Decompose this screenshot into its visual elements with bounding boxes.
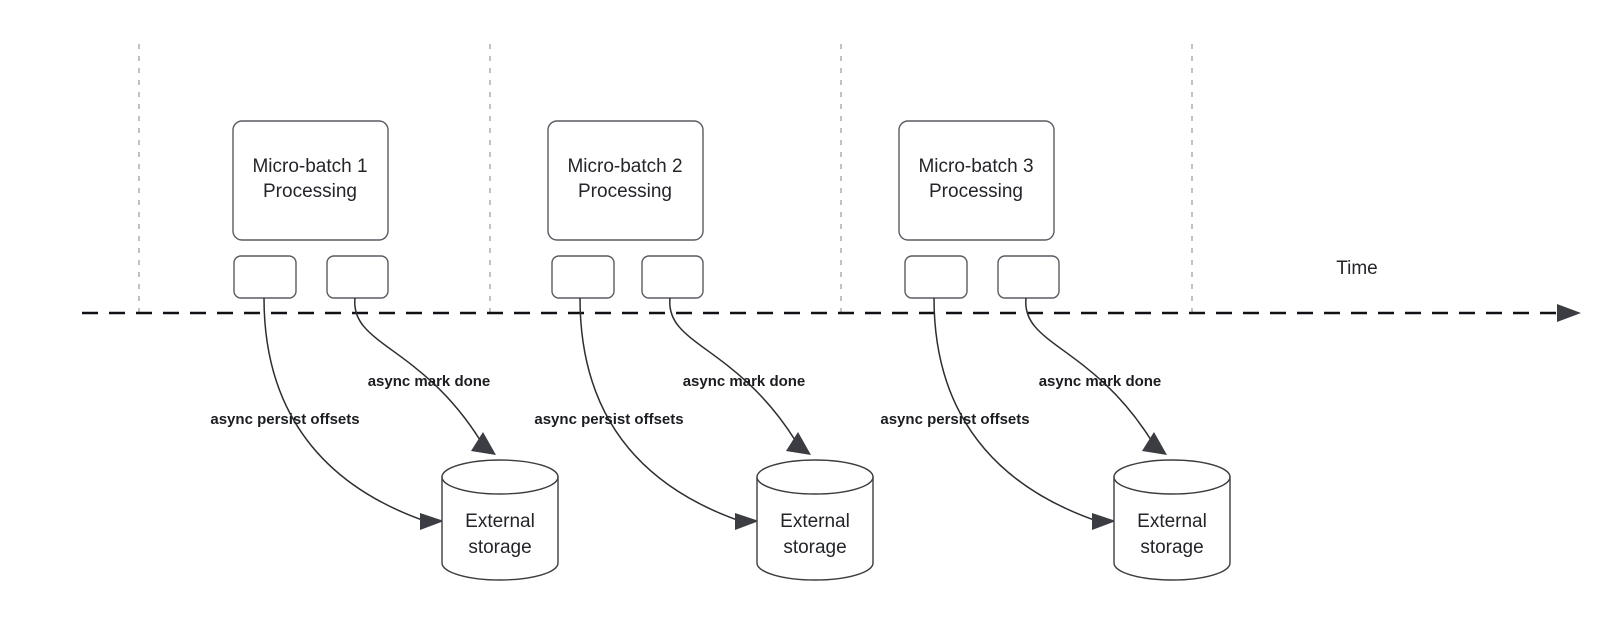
external-storage-3-top [1113,459,1231,495]
micro-batch-3-persist-offsets-arrowhead-icon [1092,513,1116,530]
micro-batch-2-mark-done-arrow [669,297,796,441]
external-storage-3-label-line2: storage [1140,537,1203,558]
micro-batch-1-task-box-1[interactable] [233,255,297,299]
external-storage-2-label-line2: storage [783,537,846,558]
micro-batch-3-title-line1: Micro-batch 3 [918,156,1033,177]
micro-batch-2-processing-box[interactable] [547,120,704,241]
micro-batch-2-title-line1: Micro-batch 2 [567,156,682,177]
micro-batch-1-mark-done-arrow [354,297,481,441]
micro-batch-1-mark-done-arrowhead-icon [471,432,496,455]
micro-batch-2-persist-offsets-label: async persist offsets [534,411,683,428]
micro-batch-2-task-box-2[interactable] [641,255,704,299]
micro-batch-2-title-line2: Processing [578,181,672,202]
time-axis-label: Time [1336,258,1378,279]
micro-batch-2-task-box-1[interactable] [551,255,615,299]
external-storage-1-label-line1: External [465,511,535,532]
external-storage-2-body [756,476,874,581]
micro-batch-3-processing-box[interactable] [898,120,1055,241]
micro-batch-1-title-line1: Micro-batch 1 [252,156,367,177]
micro-batch-3-persist-offsets-arrow [933,297,1098,522]
micro-batch-1-persist-offsets-label: async persist offsets [210,411,359,428]
external-storage-1-top [441,459,559,495]
micro-batch-3-task-box-1[interactable] [904,255,968,299]
time-axis-arrow-icon [1557,304,1581,322]
micro-batch-3-mark-done-label: async mark done [1039,373,1162,390]
micro-batch-1-persist-offsets-arrow [263,297,426,522]
external-storage-2[interactable]: External storage [756,459,874,581]
micro-batch-2-mark-done-arrowhead-icon [786,432,811,455]
external-storage-3-body [1113,476,1231,581]
micro-batch-3-persist-offsets-label: async persist offsets [880,411,1029,428]
external-storage-1-body [441,476,559,581]
micro-batch-1-processing-box[interactable] [232,120,389,241]
micro-batch-1-persist-offsets-arrowhead-icon [420,513,444,530]
external-storage-2-top [756,459,874,495]
micro-batch-2-persist-offsets-arrowhead-icon [735,513,759,530]
external-storage-1[interactable]: External storage [441,459,559,581]
micro-batch-3-task-box-2[interactable] [997,255,1060,299]
micro-batch-1-mark-done-label: async mark done [368,373,491,390]
external-storage-2-label-line1: External [780,511,850,532]
micro-batch-3-mark-done-arrowhead-icon [1142,432,1167,455]
micro-batch-1-task-box-2[interactable] [326,255,389,299]
external-storage-3[interactable]: External storage [1113,459,1231,581]
micro-batch-1-title-line2: Processing [263,181,357,202]
micro-batch-3-mark-done-arrow [1025,297,1152,441]
external-storage-3-label-line1: External [1137,511,1207,532]
micro-batch-2-persist-offsets-arrow [579,297,741,522]
micro-batch-2-mark-done-label: async mark done [683,373,806,390]
micro-batch-3-title-line2: Processing [929,181,1023,202]
external-storage-1-label-line2: storage [468,537,531,558]
